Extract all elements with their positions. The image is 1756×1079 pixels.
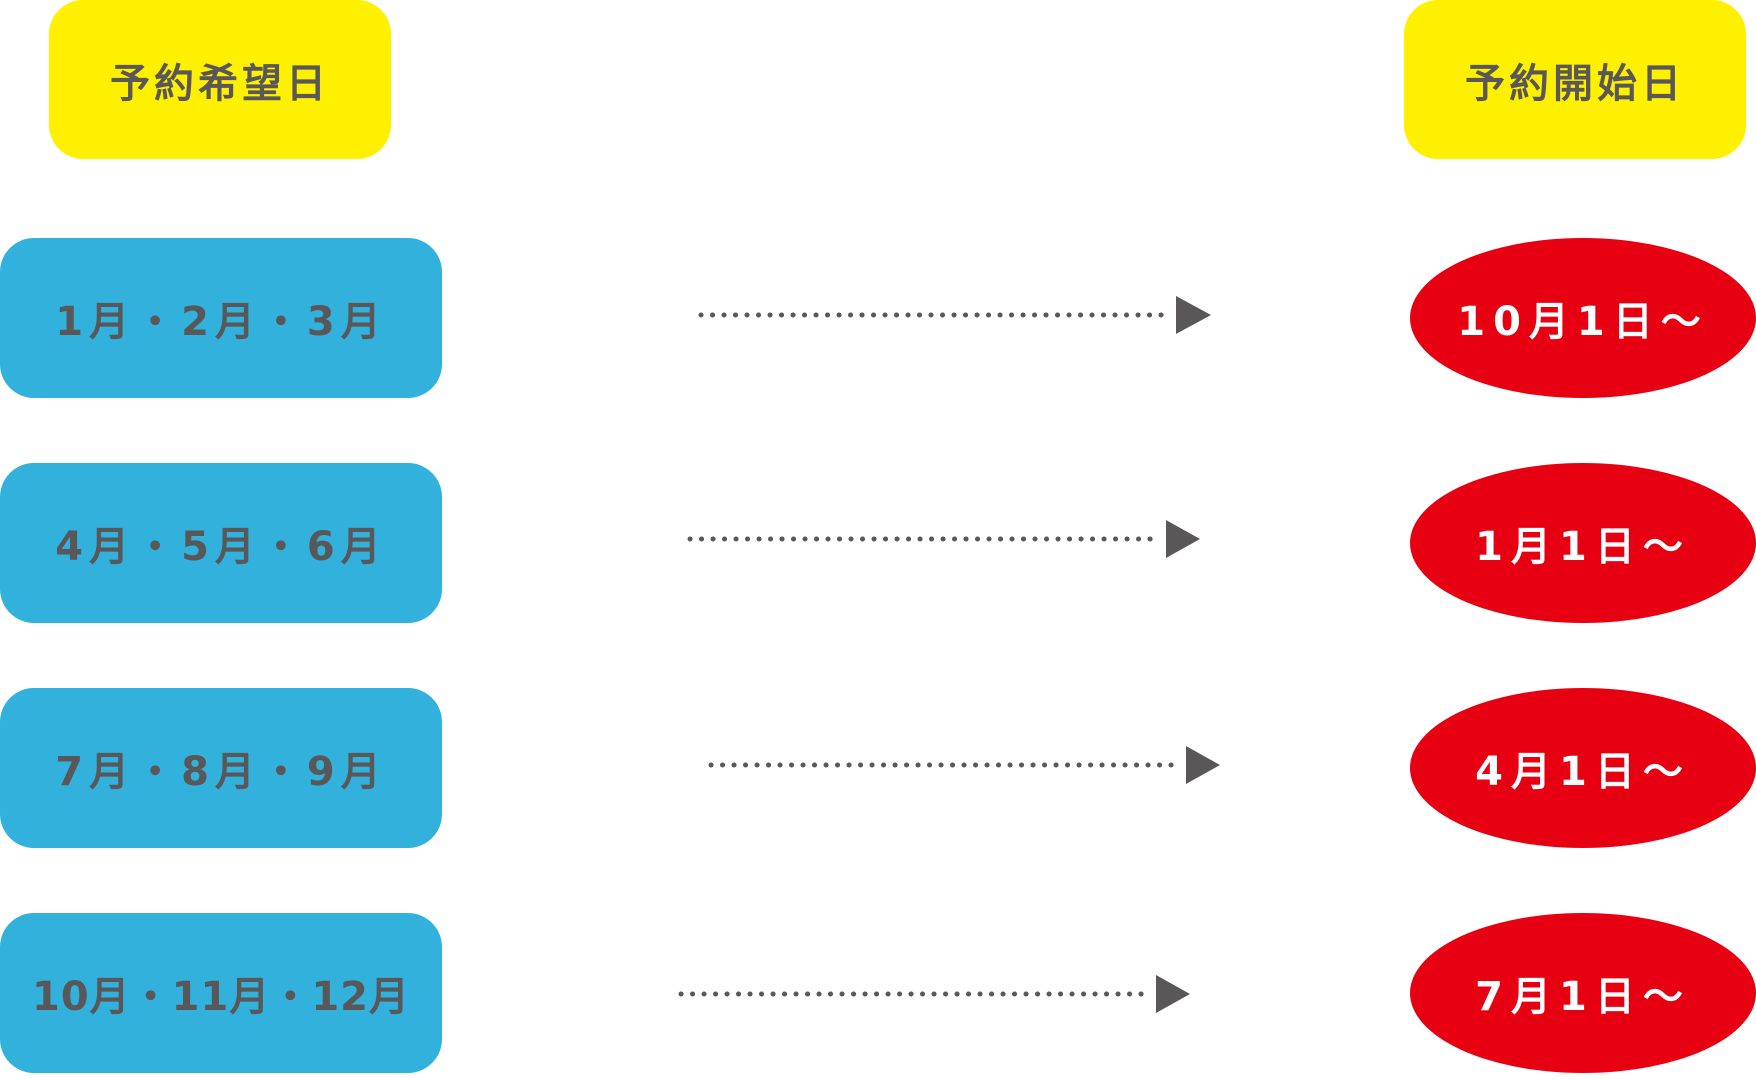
schedule-row: 10月・11月・12月 7月1日〜 [0, 913, 1756, 1073]
start-date-badge: 10月1日〜 [1410, 238, 1756, 398]
dotted-arrow [687, 520, 1200, 558]
dotted-arrow [708, 746, 1220, 784]
start-date-header: 予約開始日 [1404, 0, 1746, 159]
start-date-header-label: 予約開始日 [1465, 60, 1685, 107]
request-months-box: 4月・5月・6月 [0, 463, 442, 623]
request-months-box: 1月・2月・3月 [0, 238, 442, 398]
request-months-label: 7月・8月・9月 [55, 749, 387, 795]
schedule-row: 1月・2月・3月 10月1日〜 [0, 238, 1756, 398]
schedule-row: 4月・5月・6月 1月1日〜 [0, 463, 1756, 623]
start-date-badge: 7月1日〜 [1410, 913, 1756, 1073]
schedule-row: 7月・8月・9月 4月1日〜 [0, 688, 1756, 848]
arrow-head-icon [1156, 975, 1190, 1013]
start-date-badge: 4月1日〜 [1410, 688, 1756, 848]
arrow-head-icon [1176, 296, 1211, 334]
dotted-arrow [698, 296, 1211, 334]
request-date-header-label: 予約希望日 [110, 60, 330, 107]
start-date-badge: 1月1日〜 [1410, 463, 1756, 623]
start-date-label: 1月1日〜 [1475, 524, 1691, 570]
request-date-header: 予約希望日 [49, 0, 391, 159]
request-months-box: 10月・11月・12月 [0, 913, 442, 1073]
request-months-label: 4月・5月・6月 [55, 524, 387, 570]
start-date-label: 10月1日〜 [1457, 299, 1709, 345]
dotted-arrow [678, 975, 1190, 1013]
request-months-label: 10月・11月・12月 [32, 974, 410, 1020]
arrow-head-icon [1166, 520, 1200, 558]
request-months-box: 7月・8月・9月 [0, 688, 442, 848]
arrow-head-icon [1186, 746, 1220, 784]
start-date-label: 7月1日〜 [1475, 974, 1691, 1020]
start-date-label: 4月1日〜 [1475, 749, 1691, 795]
request-months-label: 1月・2月・3月 [55, 299, 387, 345]
